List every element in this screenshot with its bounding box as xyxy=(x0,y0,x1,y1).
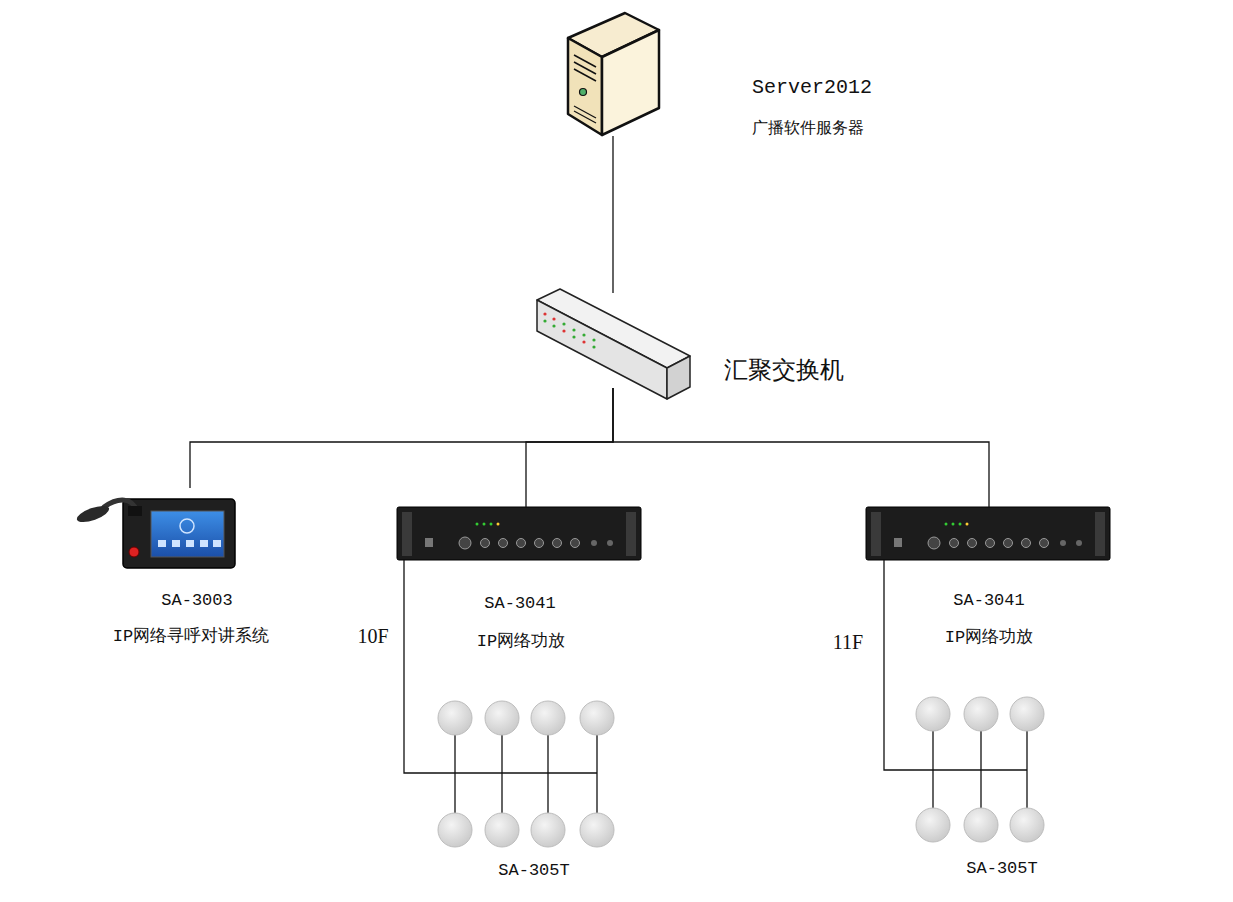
connector-wire xyxy=(613,388,989,507)
speaker-icon xyxy=(438,697,1044,847)
device-name: SA-305T xyxy=(966,859,1037,879)
connector-wire xyxy=(190,388,613,488)
device-name: SA-3041 xyxy=(953,591,1024,611)
server-icon xyxy=(568,13,659,135)
speaker-wiring xyxy=(436,731,1027,813)
switch-node: 汇聚交换机 xyxy=(537,293,690,388)
floor-label: 11F xyxy=(831,630,865,654)
amplifier-icon xyxy=(397,507,641,560)
server-node: Server2012广播软件服务器 xyxy=(566,12,660,136)
device-name: 汇聚交换机 xyxy=(724,358,844,387)
device-caption: IP网络功放 xyxy=(945,628,1033,648)
speaker-group: SA-305T xyxy=(436,699,617,850)
device-caption: IP网络寻呼对讲系统 xyxy=(113,627,269,647)
device-name: SA-3041 xyxy=(484,594,555,614)
connector-wire xyxy=(884,560,914,770)
paging-console-icon xyxy=(75,499,235,568)
connector-wire xyxy=(526,388,613,507)
device-name: SA-3003 xyxy=(161,591,232,611)
connector-wire xyxy=(612,136,613,293)
amplifier-node: SA-3041IP网络功放 xyxy=(397,507,641,560)
switch-icon xyxy=(537,289,690,399)
connector-wire xyxy=(404,560,436,773)
floor-label: 10F xyxy=(355,624,390,648)
device-name: Server2012 xyxy=(752,76,872,100)
amplifier-node: SA-3041IP网络功放 xyxy=(866,507,1110,560)
speaker-group: SA-305T xyxy=(914,695,1046,845)
console-node: SA-3003IP网络寻呼对讲系统 xyxy=(77,488,235,569)
device-caption: IP网络功放 xyxy=(477,632,565,652)
amplifier-icon xyxy=(866,507,1110,560)
device-caption: 广播软件服务器 xyxy=(752,120,864,139)
device-name: SA-305T xyxy=(498,861,569,881)
